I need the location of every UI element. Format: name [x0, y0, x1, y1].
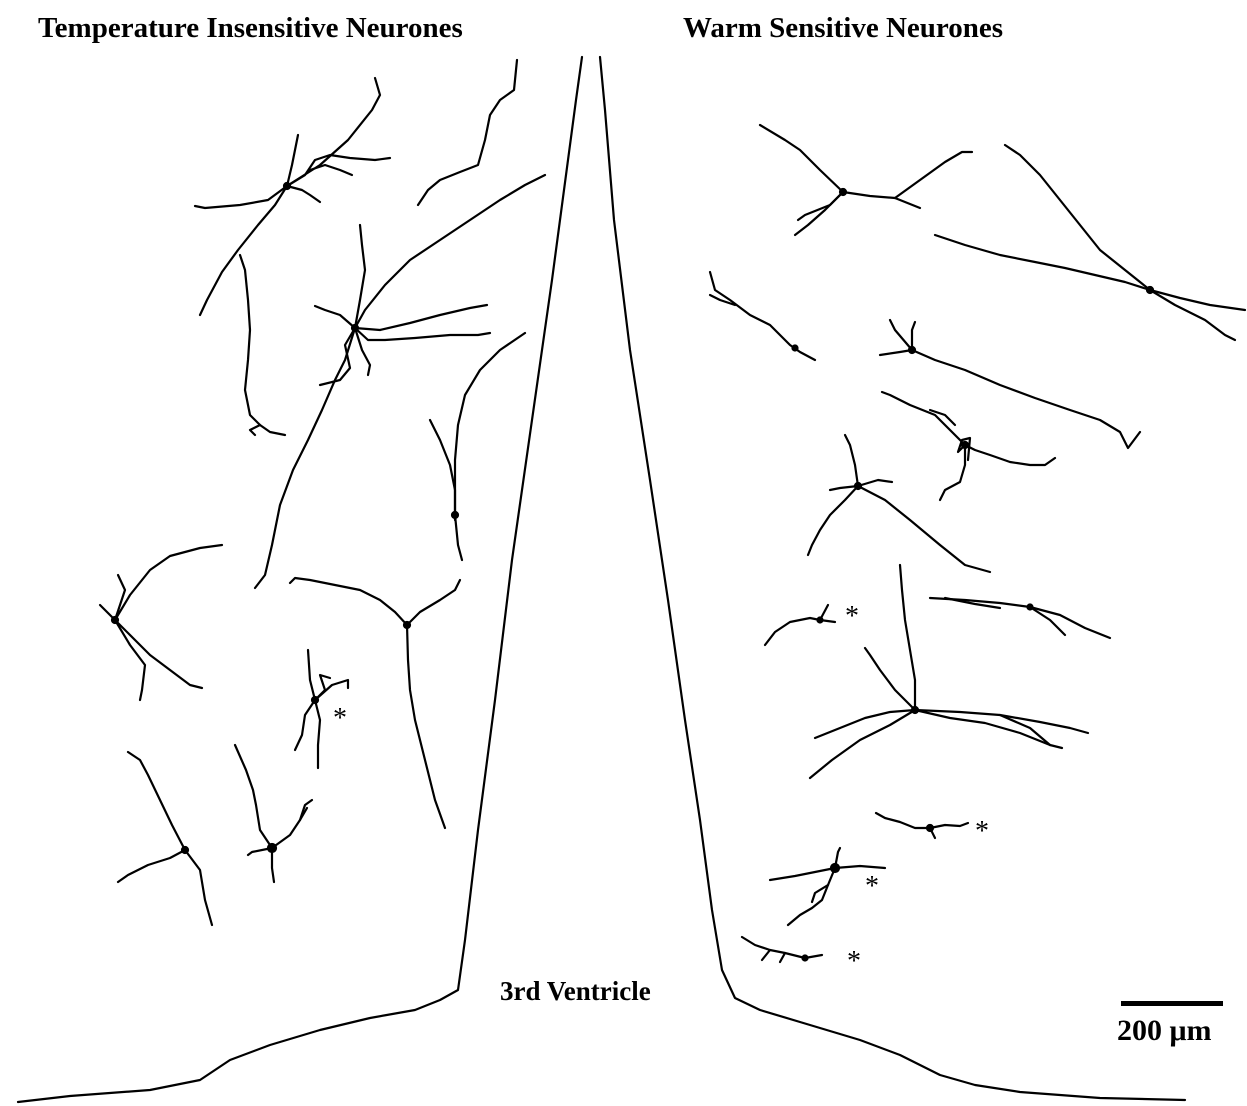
neurone-ws-5: [882, 392, 1055, 500]
neurone-ws-7: [765, 605, 835, 645]
neurone-ws-1: [760, 125, 972, 235]
neurone-ti-5: [430, 333, 525, 560]
neurone-ti-3: [255, 175, 545, 588]
asterisk-marker: *: [845, 603, 859, 631]
scale-bar-label: 200 μm: [1117, 1016, 1212, 1046]
neurone-ti-7: [100, 545, 222, 700]
title-temperature-insensitive: Temperature Insensitive Neurones: [38, 14, 463, 43]
asterisk-marker: *: [847, 948, 861, 976]
asterisk-marker: *: [333, 705, 347, 733]
neurone-ti-9: [118, 752, 212, 925]
scale-bar: [1121, 1001, 1223, 1006]
neurone-ws-2: [935, 145, 1245, 340]
neurone-ws-6: [808, 435, 990, 572]
asterisk-marker: *: [975, 818, 989, 846]
neurone-ws-4: [880, 320, 1140, 448]
ventricle-label: 3rd Ventricle: [500, 978, 651, 1005]
neurone-ws-8: [930, 598, 1110, 638]
neurone-ws-3: [710, 272, 815, 360]
neurone-ws-12: [742, 937, 822, 962]
asterisk-marker: *: [865, 873, 879, 901]
neurone-ti-1: [195, 78, 390, 315]
title-warm-sensitive: Warm Sensitive Neurones: [683, 14, 1003, 43]
neurone-ws-9: [810, 565, 1088, 778]
neurone-ti-2: [418, 60, 517, 205]
neurone-ti-4: [240, 255, 285, 435]
neurone-ws-10: [876, 813, 968, 838]
neurone-ti-10: [235, 745, 312, 882]
ventricle-wall-right: [600, 57, 1185, 1100]
